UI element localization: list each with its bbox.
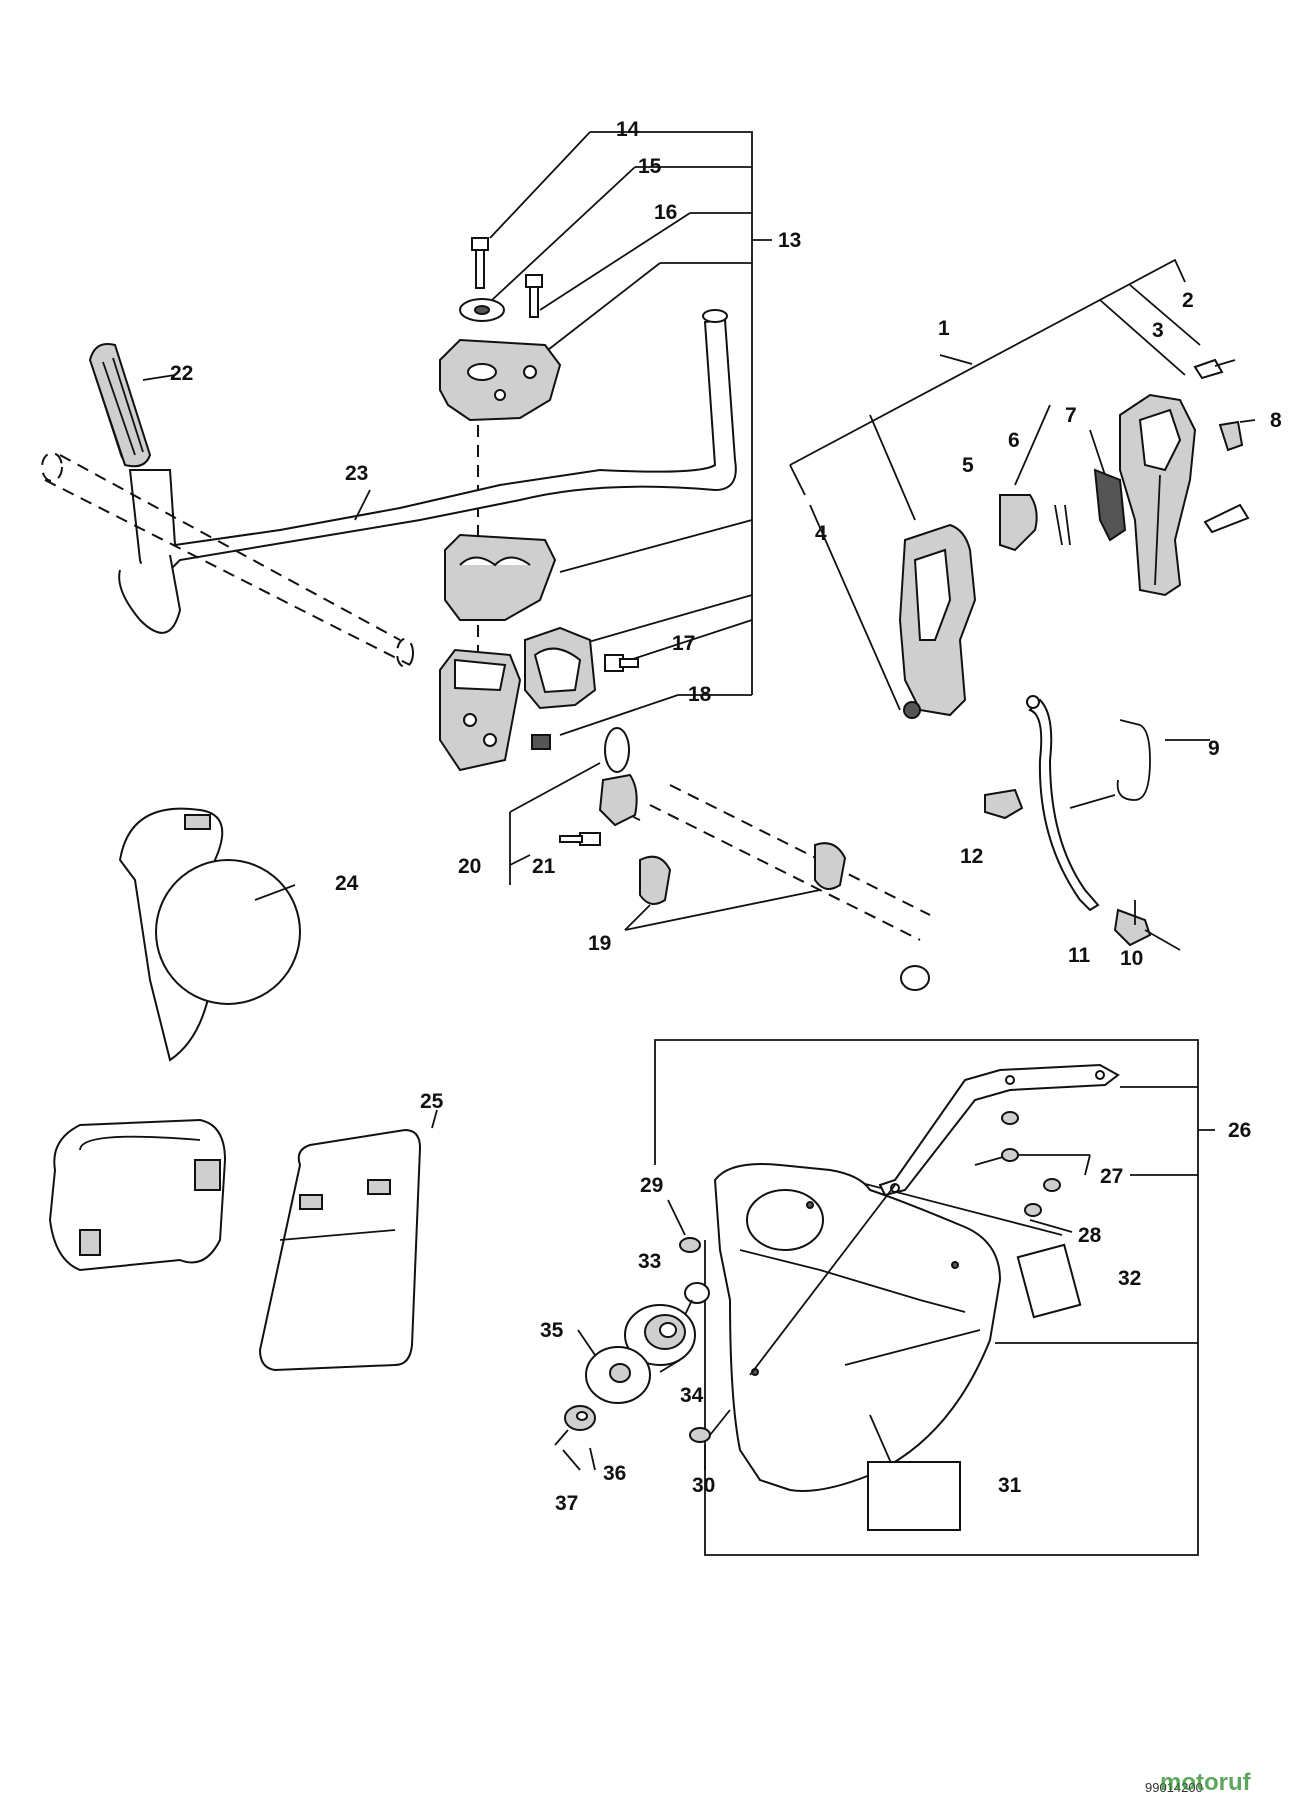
callout-26: 26 [1228,1119,1251,1142]
callout-28: 28 [1078,1224,1102,1247]
hip-pad-25 [258,1128,422,1372]
callout-32: 32 [1118,1267,1141,1290]
label-31 [867,1461,961,1531]
ring-20 [604,727,630,773]
screw-16 [525,274,543,288]
callout-12: 12 [960,845,983,868]
callout-1: 1 [938,317,950,340]
harness-group [48,807,438,1372]
cable-11 [1028,698,1100,912]
clamp-19a [639,855,672,905]
callout-17: 17 [672,632,695,655]
callout-14: 14 [616,118,640,141]
callout-3: 3 [1152,319,1164,342]
callout-8: 8 [1270,409,1282,432]
watermark-logo: motoruf [1160,1769,1252,1796]
callout-36: 36 [603,1462,626,1485]
clamp-top [439,338,562,422]
callout-25: 25 [420,1090,444,1113]
adjuster-10 [1113,908,1152,947]
harness-pad-24 [155,859,301,1005]
callout-29: 29 [640,1174,663,1197]
label-32 [1016,1243,1082,1319]
callout-35: 35 [540,1319,564,1342]
screw-2 [1193,358,1224,380]
callout-7: 7 [1065,404,1077,427]
handle-assembly [41,131,772,772]
callout-10: 10 [1120,947,1143,970]
clip-8 [1218,420,1244,452]
callout-24: 24 [335,872,359,895]
stopper-12 [984,788,1024,820]
callout-16: 16 [654,201,677,224]
grip-22 [88,343,152,468]
trigger-5 [999,494,1038,552]
shaft-clamp-group [509,727,931,991]
blade-guard-assembly [554,1039,1215,1556]
shaft-outline-upper [44,454,411,666]
washer-33 [684,1282,710,1304]
callout-15: 15 [638,155,662,178]
footer-code: 99014200 [1145,1780,1203,1795]
callout-9: 9 [1208,737,1220,760]
harness-belt [48,1118,227,1272]
throttle-handle-assembly [789,258,1256,951]
callout-2: 2 [1182,289,1194,312]
clamp-middle [444,533,557,621]
handlebar-23 [128,318,737,577]
bracket-26 [878,1063,1120,1197]
lever-7 [1093,468,1127,542]
callout-19: 19 [588,932,611,955]
callout-20: 20 [458,855,481,878]
pin-37 [554,1429,569,1446]
callout-21: 21 [532,855,556,878]
callout-33: 33 [638,1250,661,1273]
callout-labels: 1 2 3 4 5 6 7 8 9 10 11 12 13 14 15 16 1… [170,118,1282,1515]
callout-18: 18 [688,683,712,706]
callout-13: 13 [778,229,801,252]
callout-31: 31 [998,1474,1022,1497]
spring-6 [1054,504,1071,546]
callout-34: 34 [680,1384,704,1407]
bolt-14 [471,237,489,251]
callout-23: 23 [345,462,368,485]
clamp-19b [814,842,847,890]
callout-5: 5 [962,454,974,477]
callout-30: 30 [692,1474,715,1497]
shaft-outline-lower [649,784,931,941]
callout-4: 4 [815,522,827,545]
callout-37: 37 [555,1492,578,1515]
callout-22: 22 [170,362,193,385]
callout-27: 27 [1100,1165,1123,1188]
wire-9 [1116,719,1151,801]
callout-11: 11 [1068,944,1091,967]
callout-6: 6 [1008,429,1020,452]
nut-18 [531,734,551,750]
